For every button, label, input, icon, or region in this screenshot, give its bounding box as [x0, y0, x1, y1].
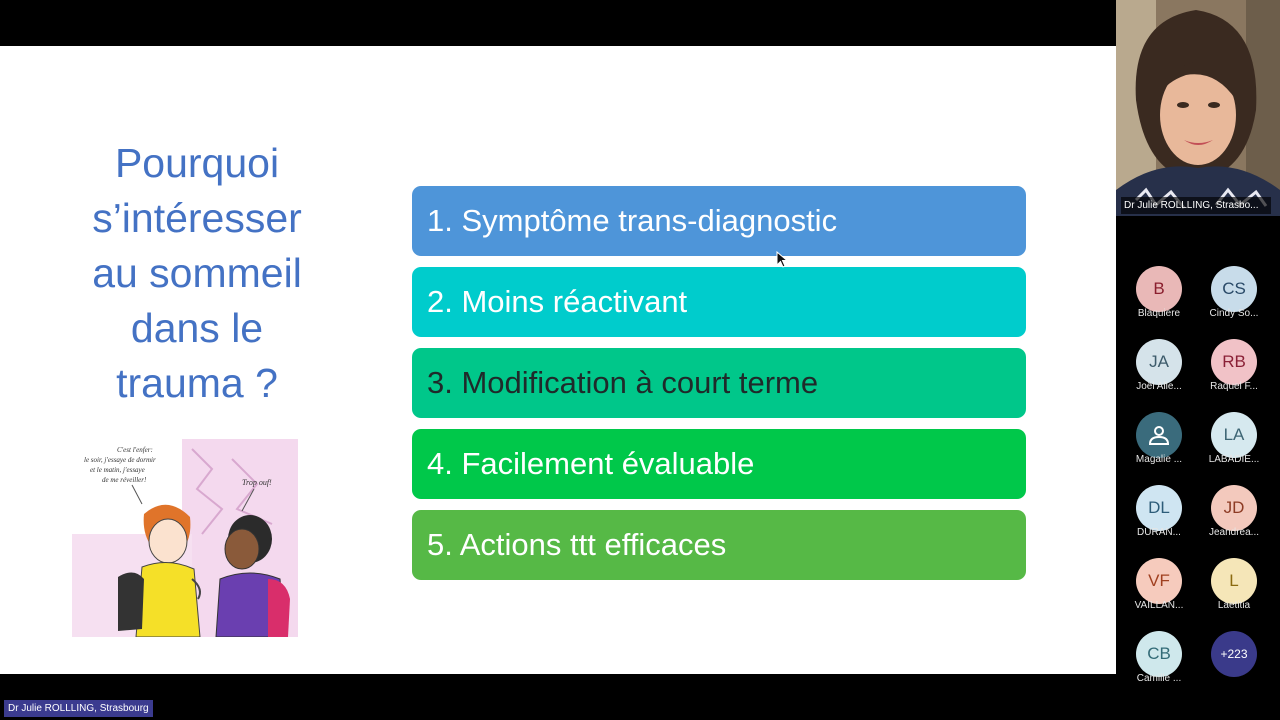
participant-name: Blaquiere	[1137, 308, 1181, 319]
avatar	[1136, 412, 1182, 458]
participant-name: Magalie ...	[1135, 454, 1183, 465]
speech-left-text: et le matin, j'essaye	[90, 466, 145, 474]
person-icon	[1148, 426, 1170, 445]
more-participants-button[interactable]: +223	[1197, 625, 1271, 689]
participant-tile[interactable]: JA Joël Alle...	[1122, 333, 1196, 397]
presenter-image	[1116, 0, 1280, 216]
speech-left-text: C'est l'enfer:	[117, 446, 153, 454]
title-line: Pourquoi	[114, 140, 280, 186]
slide-title: Pourquoi s’intéresser au sommeil dans le…	[62, 136, 332, 411]
participant-tile[interactable]: VF VAILLAN...	[1122, 552, 1196, 616]
participant-name: Jeandrea...	[1208, 527, 1260, 538]
slide-item-1: 1. Symptôme trans-diagnostic	[412, 186, 1026, 256]
participant-name: Cindy So...	[1209, 308, 1259, 319]
slide-item-2: 2. Moins réactivant	[412, 267, 1026, 337]
avatar: L	[1211, 558, 1257, 604]
speech-left-text: le soir, j'essaye de dormir	[84, 456, 156, 464]
slide-item-3: 3. Modification à court terme	[412, 348, 1026, 418]
participant-tile[interactable]: JD Jeandrea...	[1197, 479, 1271, 543]
participant-name: Camille ...	[1136, 673, 1182, 684]
title-line: dans le	[130, 305, 264, 351]
participant-tile[interactable]: L Laetitia	[1197, 552, 1271, 616]
presenter-video[interactable]	[1116, 0, 1280, 216]
more-participants-count: +223	[1211, 631, 1257, 677]
slide-item-5: 5. Actions ttt efficaces	[412, 510, 1026, 580]
presenter-name-tag: Dr Julie ROLLLING, Strasbo...	[1121, 197, 1271, 214]
avatar: RB	[1211, 339, 1257, 385]
participant-name: Raquel F...	[1210, 381, 1258, 392]
item-label: 5. Actions ttt efficaces	[427, 527, 727, 562]
cartoon-illustration: C'est l'enfer: le soir, j'essaye de dorm…	[72, 439, 298, 637]
participant-name: DURAN...	[1137, 527, 1181, 538]
avatar: JD	[1211, 485, 1257, 531]
participant-tile[interactable]: CS Cindy So...	[1197, 260, 1271, 324]
avatar: VF	[1136, 558, 1182, 604]
title-line: s’intéresser	[92, 195, 302, 241]
participant-tile[interactable]: RB Raquel F...	[1197, 333, 1271, 397]
participant-tile[interactable]: DL DURAN...	[1122, 479, 1196, 543]
speech-left-text: de me réveiller!	[102, 476, 147, 484]
speaker-name-tag: Dr Julie ROLLLING, Strasbourg	[4, 700, 153, 717]
participants-panel: B Blaquiere CS Cindy So... JA Joël Alle.…	[1116, 216, 1280, 720]
item-label: 1. Symptôme trans-diagnostic	[427, 203, 838, 238]
title-line: trauma ?	[116, 360, 278, 406]
avatar: LA	[1211, 412, 1257, 458]
slide: Pourquoi s’intéresser au sommeil dans le…	[0, 46, 1116, 674]
participant-tile[interactable]: B Blaquiere	[1122, 260, 1196, 324]
participant-tile[interactable]: Magalie ...	[1122, 406, 1196, 470]
item-label: 3. Modification à court terme	[427, 365, 819, 400]
slide-item-4: 4. Facilement évaluable	[412, 429, 1026, 499]
participant-name: Joël Alle...	[1136, 381, 1182, 392]
avatar: DL	[1136, 485, 1182, 531]
participant-tile[interactable]: LA LABADIE...	[1197, 406, 1271, 470]
avatar: B	[1136, 266, 1182, 312]
participant-tile[interactable]: CB Camille ...	[1122, 625, 1196, 689]
participant-name: LABADIE...	[1208, 454, 1260, 465]
participant-name: Laetitia	[1217, 600, 1251, 611]
item-label: 4. Facilement évaluable	[427, 446, 755, 481]
avatar: CB	[1136, 631, 1182, 677]
avatar: CS	[1211, 266, 1257, 312]
avatar: JA	[1136, 339, 1182, 385]
mouse-cursor-icon	[776, 251, 789, 268]
item-label: 2. Moins réactivant	[427, 284, 688, 319]
title-line: au sommeil	[92, 250, 302, 296]
participant-name: VAILLAN...	[1134, 600, 1184, 611]
speech-right-text: Trop ouf!	[242, 478, 272, 487]
